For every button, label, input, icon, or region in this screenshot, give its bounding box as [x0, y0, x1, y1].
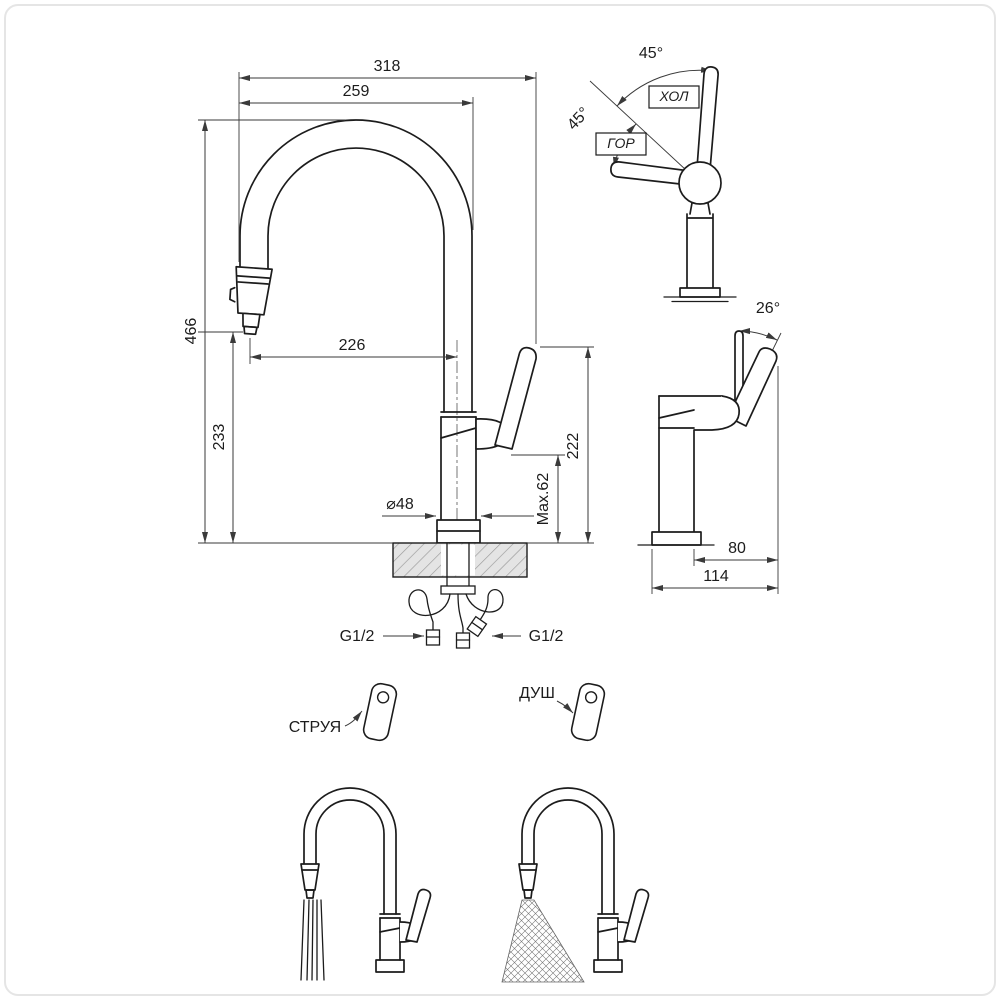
- handle-hot-horizontal: [610, 161, 691, 186]
- dim-233-label: 233: [211, 424, 228, 451]
- mini-faucet-shower: [501, 787, 650, 983]
- spray-head: [229, 265, 273, 336]
- thread-left-label: G1/2: [340, 628, 375, 645]
- stream-nozzle-icon: [362, 682, 398, 742]
- rotation-view-base: [679, 287, 721, 298]
- supply-hoses: [408, 576, 504, 649]
- ball-joint: [678, 161, 722, 205]
- cold-label-box: [648, 85, 700, 109]
- spray-mode-icons: СТРУЯ ДУШ: [289, 682, 606, 742]
- faucet-outline: [229, 119, 537, 544]
- dim-222-label: 222: [565, 433, 582, 460]
- rotation-arc-top: [616, 66, 713, 107]
- spray-cone: [501, 899, 585, 983]
- side-view-drawing: 26° 80 114: [637, 300, 782, 594]
- side-handle-blade: [727, 347, 778, 427]
- dim-259-label: 259: [343, 83, 370, 100]
- counter-slab: [392, 542, 528, 578]
- front-view-dimensions: 318 259 466 233 226 Max.62 222: [183, 58, 594, 645]
- dim-80-label: 80: [728, 540, 746, 557]
- thread-right-label: G1/2: [529, 628, 564, 645]
- hot-label-box: [595, 132, 647, 156]
- hot-label: ГОР: [607, 135, 635, 151]
- side-view-dimensions: 80 114: [651, 366, 779, 594]
- dim-466-label: 466: [183, 318, 200, 345]
- shower-nozzle-icon: [570, 682, 606, 742]
- mini-faucet-stream: [300, 787, 432, 981]
- stream-mode-label: СТРУЯ: [289, 719, 341, 736]
- dim-226-label: 226: [339, 337, 366, 354]
- handle-cold-vertical: [696, 66, 719, 171]
- handle-rotation-drawing: 45° 45° ХОЛ ГОР: [564, 45, 737, 303]
- dim-318-label: 318: [374, 58, 401, 75]
- angle-45-top-label: 45°: [639, 45, 663, 62]
- shower-mode-label: ДУШ: [519, 685, 555, 702]
- cold-label: ХОЛ: [659, 88, 689, 104]
- rotated-position-line: [589, 80, 701, 184]
- stream-lines: [300, 899, 325, 981]
- angle-26-label: 26°: [756, 300, 780, 317]
- side-body-outline: [637, 395, 741, 546]
- front-view-drawing: 318 259 466 233 226 Max.62 222: [183, 58, 594, 649]
- angle-45-side-label: 45°: [564, 104, 593, 133]
- dim-diameter-label: ⌀48: [386, 496, 414, 513]
- tilt-arc: [738, 328, 778, 341]
- handle-lever: [494, 346, 537, 450]
- dim-114-label: 114: [703, 568, 729, 585]
- dim-max62-label: Max.62: [535, 473, 552, 526]
